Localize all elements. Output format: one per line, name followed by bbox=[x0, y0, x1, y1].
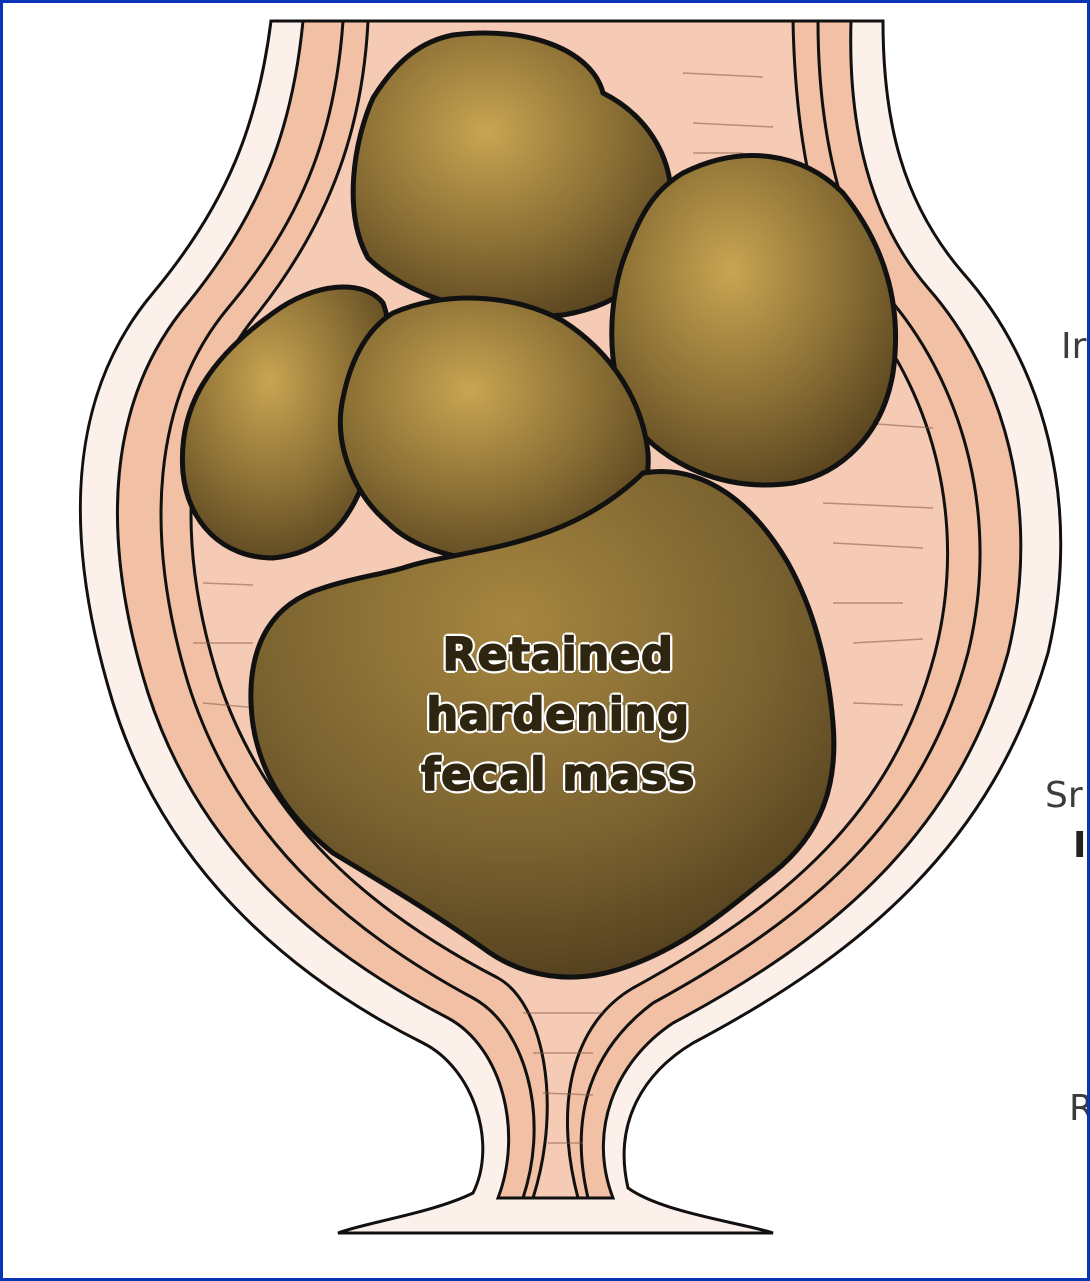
fecal-mass-right bbox=[612, 156, 896, 485]
mass-label: Retained hardening fecal mass bbox=[383, 625, 733, 805]
side-label-3: I bbox=[1073, 825, 1086, 866]
mass-label-line-3: fecal mass bbox=[383, 745, 733, 805]
side-label-2: Sr bbox=[1045, 775, 1083, 816]
diagram-frame: Retained hardening fecal mass Ir Sr I R bbox=[3, 3, 1087, 1278]
mass-label-line-1: Retained bbox=[383, 625, 733, 685]
side-label-4: R bbox=[1069, 1088, 1087, 1129]
mass-label-line-2: hardening bbox=[383, 685, 733, 745]
side-label-1: Ir bbox=[1061, 326, 1086, 367]
